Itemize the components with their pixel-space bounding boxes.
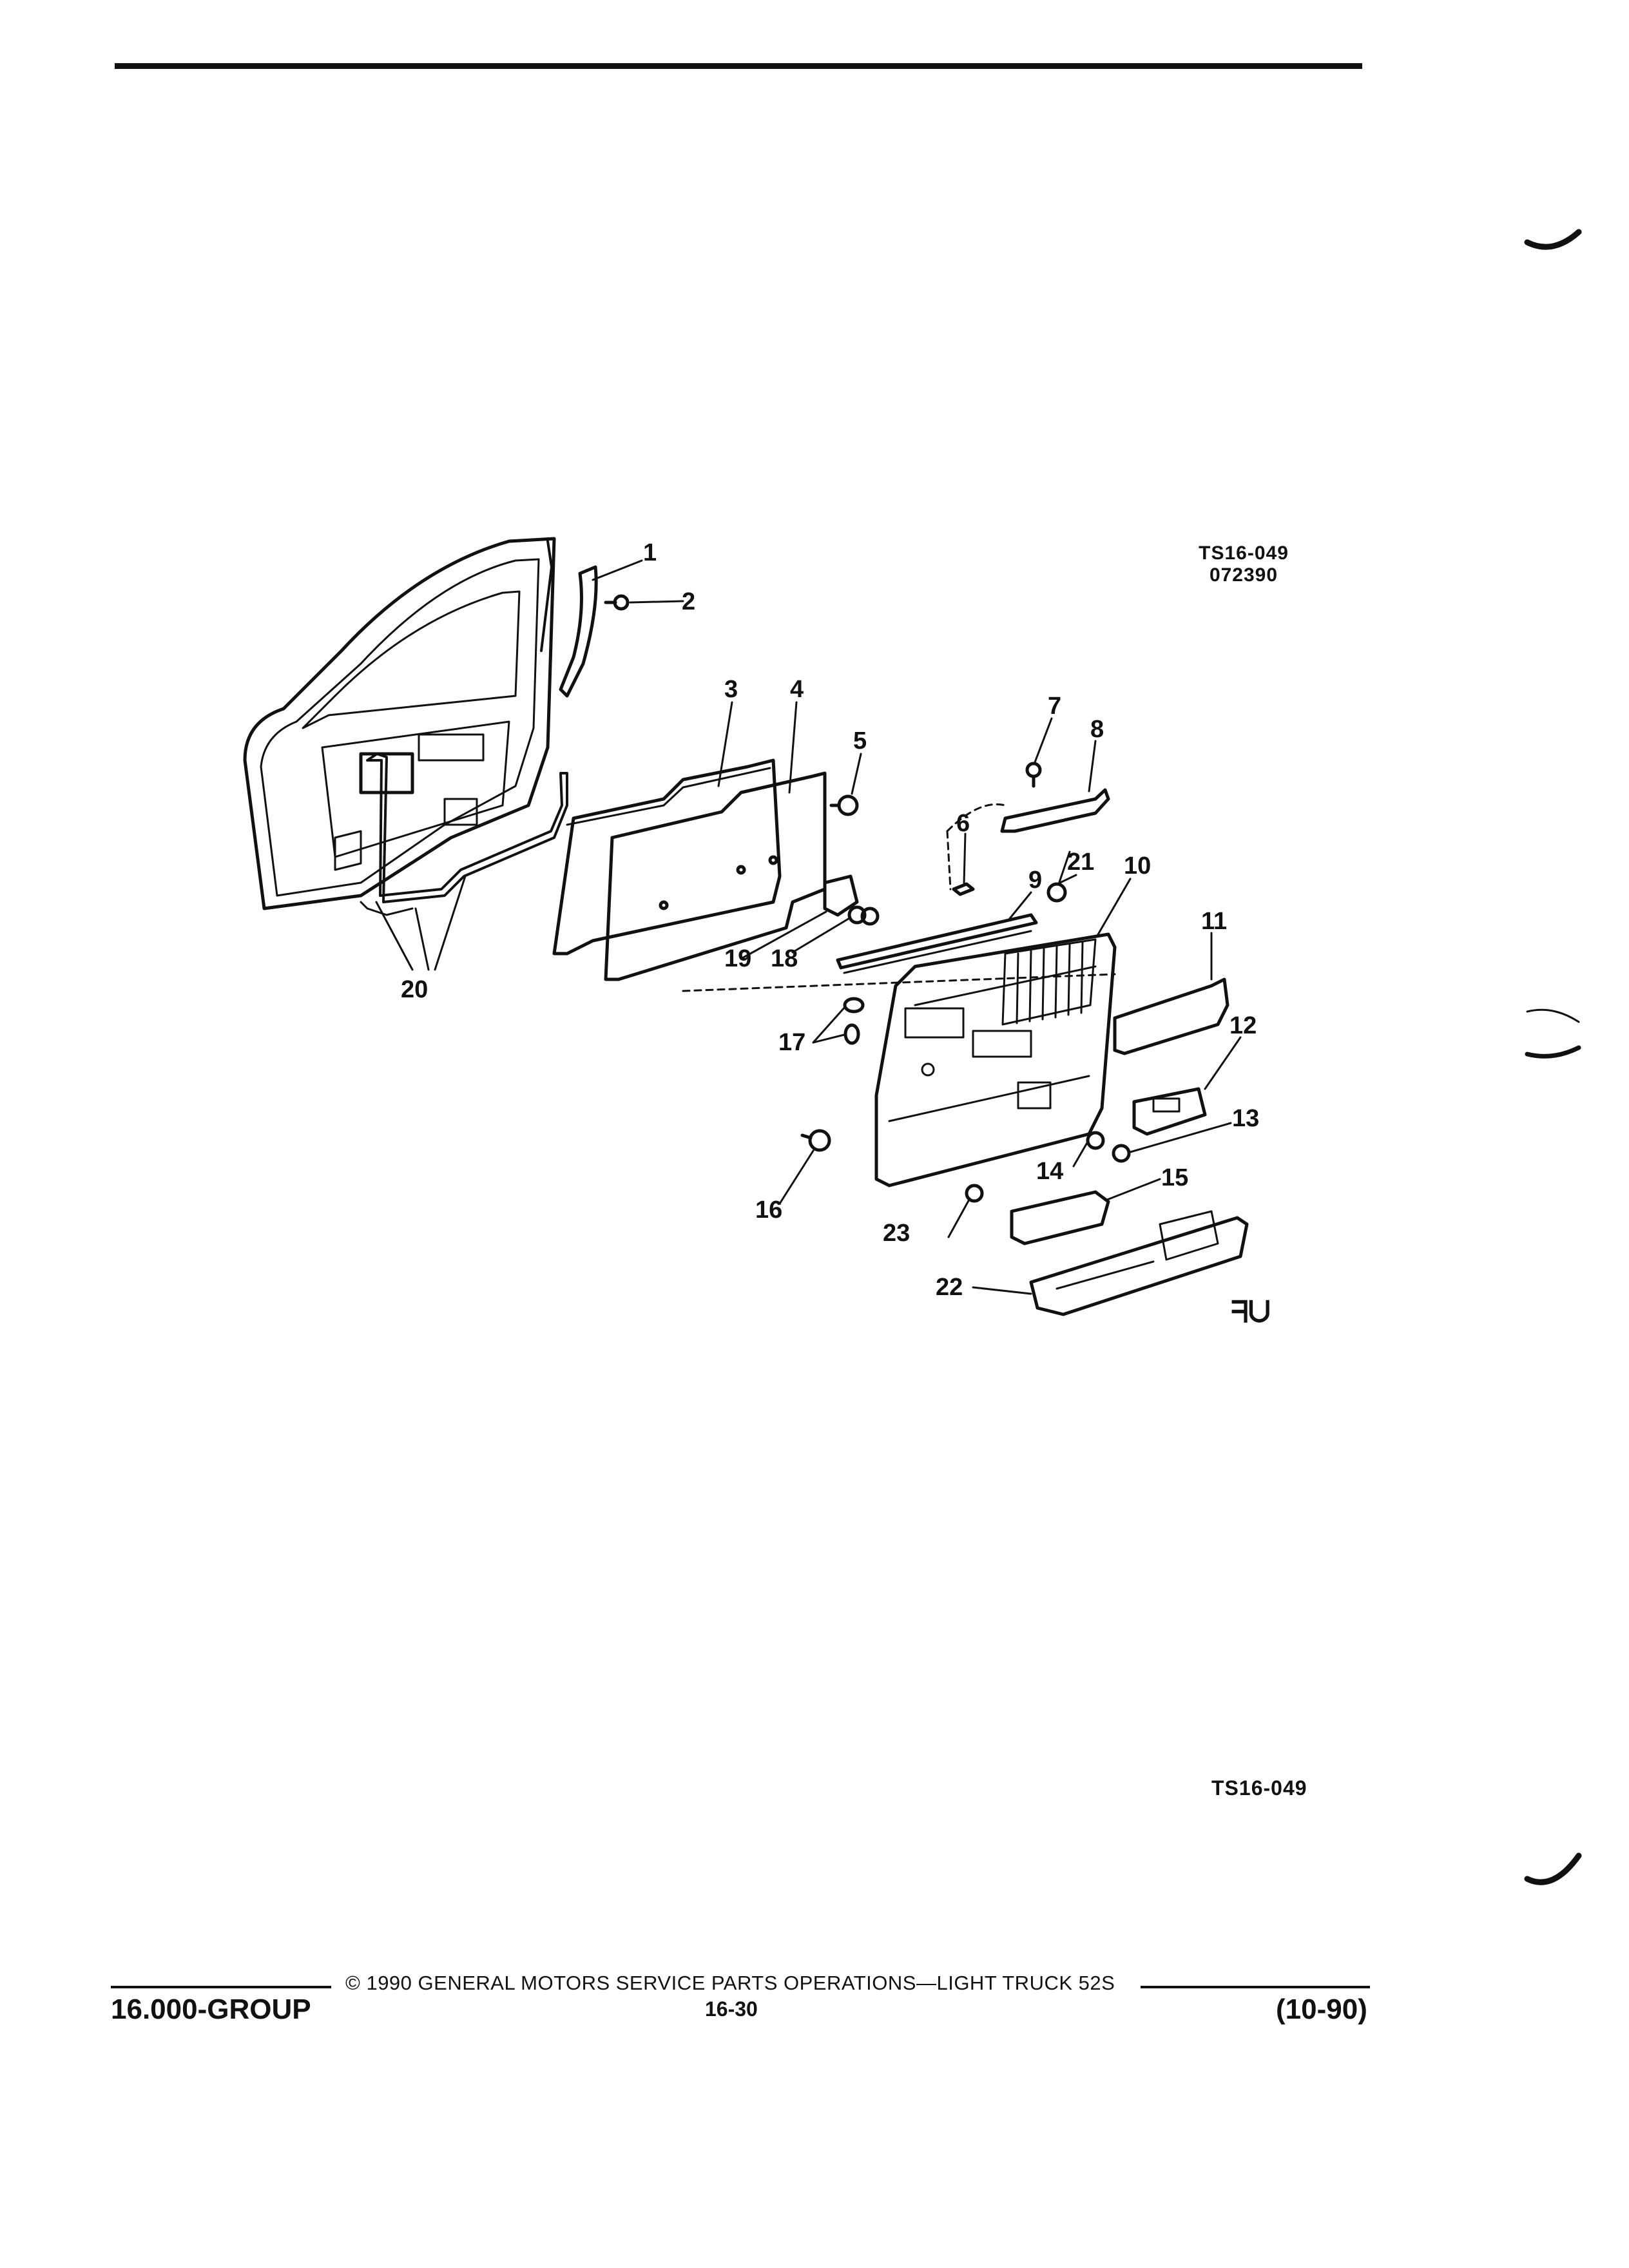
part-18-fastener <box>847 905 880 926</box>
callout-22: 22 <box>936 1274 963 1301</box>
callout-21: 21 <box>1067 849 1094 876</box>
part-13-screw <box>1112 1144 1131 1163</box>
part-5-retainer <box>829 794 859 816</box>
group-number: 16.000-GROUP <box>111 1994 311 2025</box>
callout-17: 17 <box>778 1029 805 1056</box>
figure-reference-top: TS16-049 072390 <box>1186 543 1302 586</box>
part-3-water-deflector <box>552 758 782 956</box>
callout-16: 16 <box>755 1196 782 1224</box>
callout-9: 9 <box>1028 867 1042 894</box>
callout-19: 19 <box>724 945 751 972</box>
part-21-nut <box>1046 882 1067 903</box>
top-rule <box>115 63 1362 69</box>
footer-rule-left <box>111 1986 331 1988</box>
vehicle-code-logo: ᖷᑌ <box>1231 1295 1270 1329</box>
part-6-clip <box>946 803 1007 896</box>
figure-date-code: 072390 <box>1209 564 1278 586</box>
part-17-grommets <box>843 997 865 1045</box>
binder-mark-icon <box>1524 229 1582 250</box>
callout-6: 6 <box>956 810 970 837</box>
callout-18: 18 <box>771 945 798 972</box>
part-9-belt-molding <box>836 913 1038 974</box>
callout-leaders <box>375 559 1242 1295</box>
callout-1: 1 <box>643 539 657 566</box>
callout-8: 8 <box>1090 716 1104 743</box>
part-15-pull-cup <box>1010 1190 1110 1245</box>
callout-10: 10 <box>1124 852 1151 879</box>
part-10-trim-panel <box>874 932 1117 1187</box>
binder-mark-icon <box>1525 1008 1581 1059</box>
part-22-map-pocket <box>1029 1210 1249 1316</box>
callout-12: 12 <box>1229 1012 1257 1039</box>
callout-labels: 1 2 3 4 5 6 7 8 9 10 11 12 13 14 15 16 1… <box>401 539 1259 1301</box>
part-14-cap <box>1086 1131 1105 1150</box>
callout-13: 13 <box>1232 1105 1259 1132</box>
door-frame-illustration <box>243 537 556 910</box>
copyright-line: © 1990 GENERAL MOTORS SERVICE PARTS OPER… <box>345 1972 1115 1994</box>
binder-mark-icon <box>1524 1852 1582 1885</box>
callout-5: 5 <box>853 727 867 754</box>
callout-14: 14 <box>1036 1158 1063 1185</box>
part-12-handle-bezel <box>1132 1087 1207 1136</box>
part-19-bracket <box>823 874 859 917</box>
callout-11: 11 <box>1201 908 1227 935</box>
part-8-trim-strip <box>1000 788 1110 833</box>
callout-2: 2 <box>682 588 695 615</box>
page-number: 16-30 <box>705 1997 758 2021</box>
part-2-screw <box>604 594 630 611</box>
part-1-window-channel <box>559 565 598 698</box>
callout-3: 3 <box>724 676 738 703</box>
callout-15: 15 <box>1161 1164 1188 1191</box>
revision-date: (10-90) <box>1276 1994 1367 2025</box>
figure-reference-bottom: TS16-049 <box>1211 1776 1307 1800</box>
part-7-screw <box>1025 762 1042 788</box>
part-16-push-pin <box>800 1129 831 1152</box>
part-20-seal <box>360 753 568 916</box>
callout-7: 7 <box>1048 693 1061 720</box>
part-11-armrest-pad <box>1113 977 1229 1055</box>
callout-23: 23 <box>883 1220 910 1247</box>
figure-code: TS16-049 <box>1199 543 1289 564</box>
footer-rule-right <box>1141 1986 1370 1988</box>
callout-4: 4 <box>790 676 804 703</box>
part-23-nut <box>965 1184 984 1203</box>
callout-20: 20 <box>401 976 428 1003</box>
